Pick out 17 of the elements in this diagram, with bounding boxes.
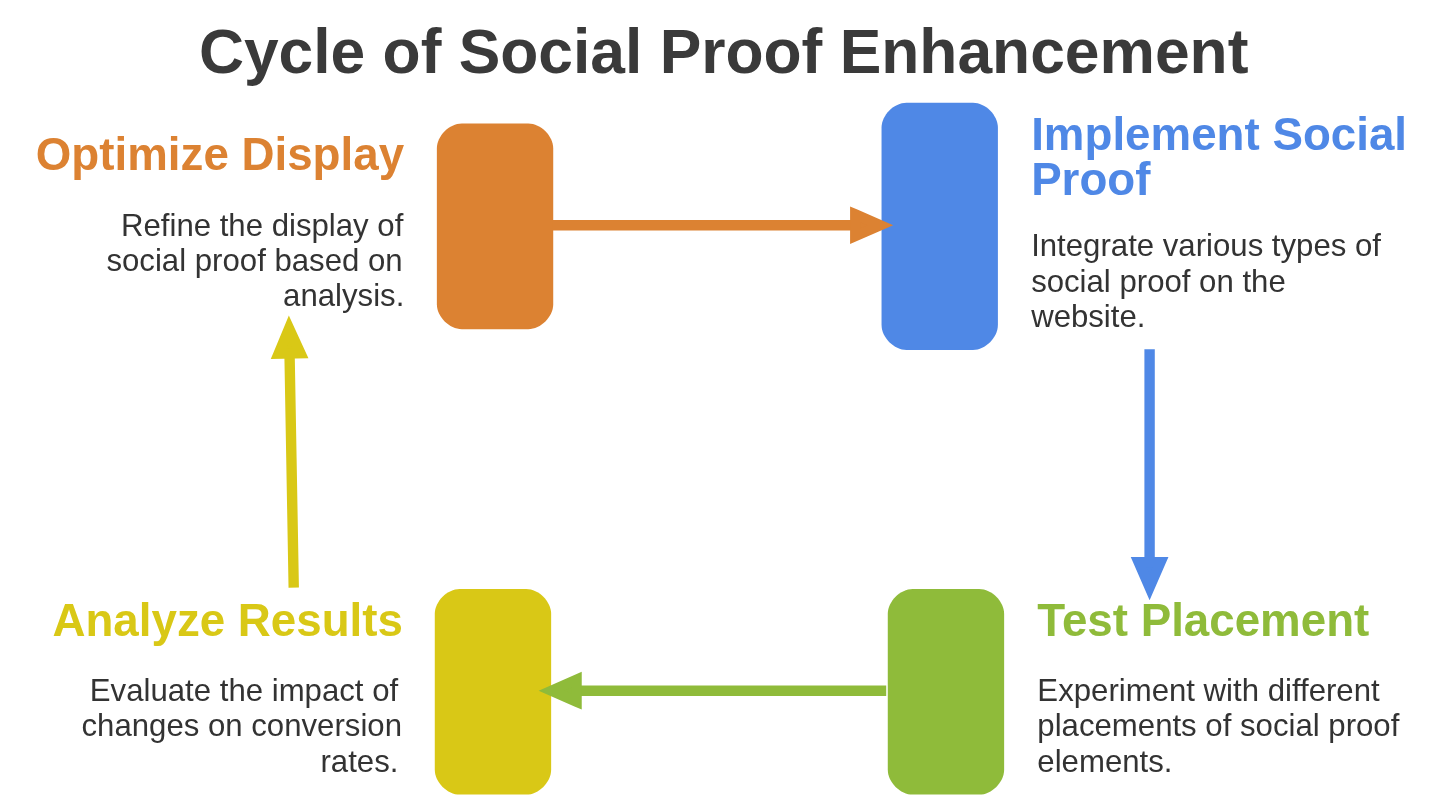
node-box [887, 588, 1004, 795]
arrow [552, 206, 893, 245]
node-label: Test Placement [1036, 594, 1369, 646]
diagram-title: Cycle of Social Proof Enhancement [198, 16, 1248, 86]
node-label: Optimize Display [35, 129, 404, 181]
node-label: Analyze Results [51, 594, 403, 646]
node-label: Experiment with different placements of social proof elements. [1036, 673, 1399, 779]
node-label: Evaluate the impact of changes on conversion rates. [81, 673, 402, 779]
node-box [434, 588, 551, 795]
node-label: Integrate various types of social proof on the website. [1030, 228, 1381, 335]
arrow [538, 671, 886, 710]
node-box [436, 123, 553, 330]
node-box [881, 102, 998, 350]
node-label: Refine the display of social proof based on analysis. [105, 207, 404, 314]
node-label: Implement Social Proof [1030, 108, 1407, 206]
arrow [270, 315, 308, 588]
arrow [1130, 349, 1168, 601]
